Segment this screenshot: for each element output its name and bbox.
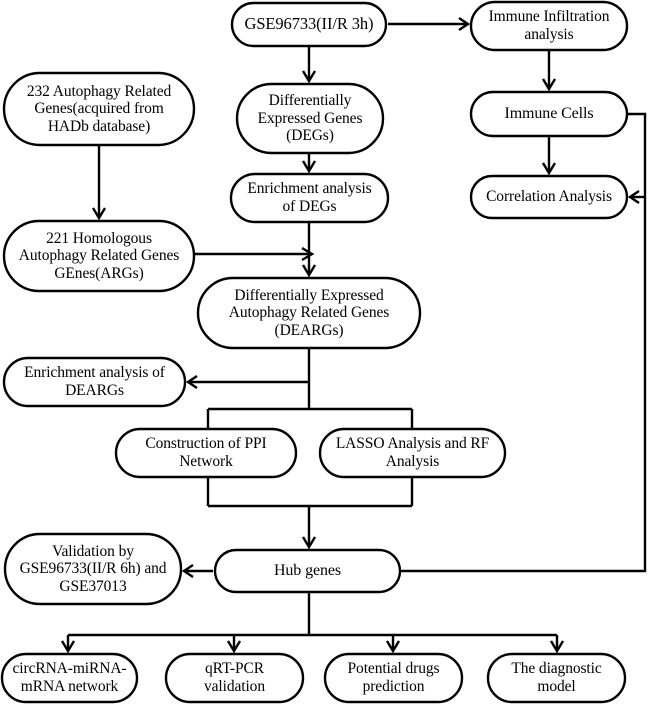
edge-bar-to-circrna	[60, 635, 76, 654]
edge-bar-to-diagnostic-model	[549, 635, 565, 654]
node-potential-drugs-prediction-shape[interactable]	[323, 652, 464, 704]
edge-degs-to-enrichment-degs	[301, 154, 317, 174]
edge-221-to-dearg-trunk-arrowhead-icon	[301, 246, 315, 262]
edge-hub-genes-to-validation	[181, 564, 213, 578]
node-correlation-analysis-shape[interactable]	[469, 174, 629, 220]
edge-return-to-correlation-analysis-arrowhead-icon	[627, 190, 640, 204]
edge-merge-to-hub-genes-arrowhead-icon	[301, 536, 317, 550]
node-immune-cells-shape[interactable]	[469, 90, 629, 138]
node-construction-of-ppi-network-shape[interactable]	[114, 427, 298, 479]
edge-immune-infiltration-to-immune-cells-arrowhead-icon	[541, 78, 557, 92]
edge-immune-cells-to-hub-genes-return	[401, 112, 647, 573]
edge-immune-cells-to-correlation	[541, 137, 557, 176]
edge-bar-to-potential-drugs-arrowhead-icon	[385, 640, 401, 654]
node-the-diagnostic-model-shape[interactable]	[486, 652, 627, 704]
edge-232-to-221-arrowhead-icon	[91, 207, 107, 221]
node-differentially-expressed-genes-shape[interactable]	[235, 82, 385, 155]
node-circrna-mirna-mrna-network-shape[interactable]	[0, 652, 139, 704]
edge-bar-to-qrt-pcr	[226, 635, 242, 654]
edge-immune-cells-to-hub-genes-return-line	[401, 112, 647, 573]
edge-enrichment-degs-to-dearg	[301, 223, 317, 278]
node-qrt-pcr-validation-shape[interactable]	[164, 652, 305, 704]
edge-immune-infiltration-to-immune-cells	[541, 51, 557, 92]
edge-enrichment-degs-to-dearg-arrowhead-icon	[301, 264, 317, 278]
edge-immune-cells-to-correlation-arrowhead-icon	[541, 162, 557, 176]
node-enrichment-analysis-of-degs-shape[interactable]	[229, 172, 390, 224]
edge-232-to-221	[91, 146, 107, 221]
edge-hub-genes-to-validation-arrowhead-icon	[181, 564, 194, 578]
edge-return-to-correlation-analysis	[627, 190, 645, 204]
edge-split-to-enrichment-dearg	[185, 375, 309, 389]
node-hub-genes-shape[interactable]	[213, 548, 402, 594]
node-differentially-expressed-autophagy-related-genes-shape[interactable]	[196, 276, 422, 350]
node-layer	[0, 0, 629, 704]
node-221-homologous-autophagy-related-genes-shape[interactable]	[2, 219, 196, 293]
edge-bar-to-potential-drugs	[385, 635, 401, 654]
edge-gse96733-to-immune-infiltration	[388, 17, 471, 31]
node-enrichment-analysis-of-deargs-shape[interactable]	[2, 356, 187, 408]
edge-degs-to-enrichment-degs-arrowhead-icon	[301, 160, 317, 174]
edge-merge-to-hub-genes	[301, 506, 317, 550]
node-validation-by-gse96733-and-gse37013-shape[interactable]	[3, 532, 183, 606]
edge-bar-to-circrna-arrowhead-icon	[60, 640, 76, 654]
node-lasso-analysis-and-rf-analysis-shape[interactable]	[318, 427, 507, 479]
edge-gse96733-to-degs-arrowhead-icon	[301, 70, 317, 84]
edge-gse96733-to-degs	[301, 47, 317, 84]
node-232-autophagy-related-genes-shape[interactable]	[2, 71, 196, 147]
node-gse96733-3h-shape[interactable]	[230, 1, 388, 48]
edge-bar-to-diagnostic-model-arrowhead-icon	[549, 640, 565, 654]
edge-gse96733-to-immune-infiltration-arrowhead-icon	[458, 17, 471, 31]
edge-221-to-dearg-trunk	[195, 246, 315, 262]
node-immune-infiltration-analysis-shape[interactable]	[469, 0, 629, 52]
edge-bar-to-qrt-pcr-arrowhead-icon	[226, 640, 242, 654]
edge-split-to-enrichment-dearg-arrowhead-icon	[185, 375, 198, 389]
